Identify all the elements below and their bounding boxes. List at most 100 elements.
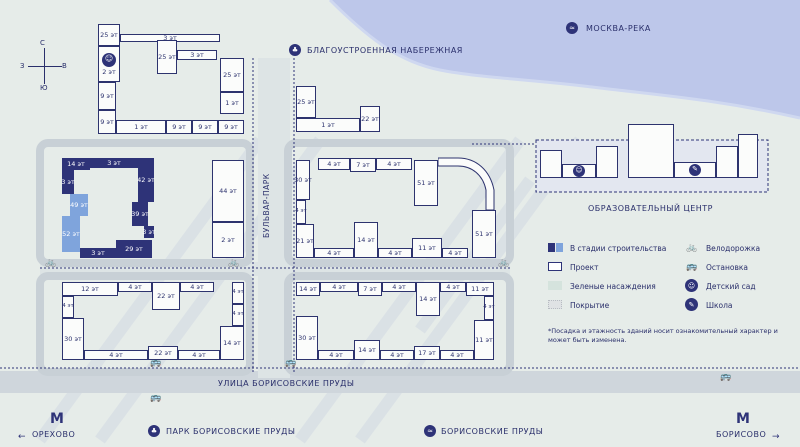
building: 4 эт bbox=[376, 158, 412, 170]
legend-kindergarten: Детский сад bbox=[706, 282, 756, 291]
building-construction: 52 эт bbox=[62, 216, 80, 252]
building: 17 эт bbox=[414, 346, 440, 360]
building bbox=[596, 146, 618, 178]
legend-bike: Велодорожка bbox=[706, 244, 761, 253]
building: 30 эт bbox=[296, 316, 318, 360]
building: 44 эт bbox=[212, 160, 244, 222]
building-construction: 3 эт bbox=[90, 158, 138, 168]
bus-stop-icon: 🚌 bbox=[150, 358, 162, 368]
building: 9 эт bbox=[192, 120, 218, 134]
metro-orekhovo-label: ОРЕХОВО bbox=[32, 430, 76, 439]
building bbox=[738, 134, 758, 178]
building: 3 эт bbox=[177, 50, 217, 60]
building-construction: 14 эт bbox=[62, 158, 90, 170]
street-label: УЛИЦА БОРИСОВСКИЕ ПРУДЫ bbox=[218, 379, 355, 388]
building: 9 эт bbox=[98, 82, 116, 110]
compass-e: В bbox=[62, 62, 68, 70]
building-construction: 29 эт bbox=[116, 240, 152, 258]
building: 1 эт bbox=[296, 118, 360, 132]
legend-project: Проект bbox=[570, 263, 599, 272]
legend-swatch-green bbox=[548, 281, 562, 290]
building: 7 эт bbox=[358, 282, 382, 296]
building: 25 эт bbox=[98, 24, 120, 46]
block-frame-left bbox=[36, 139, 254, 267]
arrow-left-icon: ← bbox=[18, 432, 26, 442]
building: 4 эт bbox=[232, 304, 244, 326]
building: 4 эт bbox=[232, 282, 244, 304]
bicycle-icon: 🚲 bbox=[498, 258, 510, 268]
building-construction: 49 эт bbox=[70, 194, 88, 216]
ponds-label: БОРИСОВСКИЕ ПРУДЫ bbox=[441, 427, 544, 436]
building: 4 эт bbox=[378, 248, 412, 258]
park-label: ПАРК БОРИСОВСКИЕ ПРУДЫ bbox=[166, 427, 296, 436]
metro-icon: М bbox=[50, 411, 64, 427]
legend-cover: Покрытие bbox=[570, 301, 610, 310]
building: 9 эт bbox=[98, 110, 116, 134]
park-icon: ♣ bbox=[148, 425, 160, 437]
building: 9 эт bbox=[166, 120, 192, 134]
block-frame-right-bottom bbox=[284, 272, 514, 376]
building: 4 эт bbox=[320, 282, 358, 292]
floor-label: 2 эт bbox=[102, 67, 116, 76]
building: 14 эт bbox=[296, 282, 320, 296]
building: 11 эт bbox=[412, 238, 442, 258]
building: ☺ 2 эт bbox=[98, 46, 120, 82]
building: 30 эт bbox=[294, 160, 312, 200]
building: 4 эт bbox=[440, 282, 466, 292]
legend-school: Школа bbox=[706, 301, 733, 310]
water-icon: ≈ bbox=[566, 22, 578, 34]
building-construction: 3 эт bbox=[142, 226, 156, 238]
building: 1 эт bbox=[116, 120, 166, 134]
river bbox=[330, 0, 800, 118]
building: 4 эт bbox=[318, 350, 354, 360]
compass-s: Ю bbox=[40, 84, 49, 92]
bus-stop-icon: 🚌 bbox=[285, 358, 297, 368]
building: 4 эт bbox=[178, 350, 220, 360]
building: 14 эт bbox=[354, 340, 380, 360]
compass-w: З bbox=[20, 62, 25, 70]
building: 4 эт bbox=[295, 200, 307, 224]
embankment-label: БЛАГОУСТРОЕННАЯ НАБЕРЕЖНАЯ bbox=[307, 46, 463, 55]
building: 4 эт bbox=[382, 282, 416, 292]
building bbox=[716, 146, 738, 178]
metro-borisovo-label: БОРИСОВО bbox=[716, 430, 767, 439]
legend-swatch-construction-alt bbox=[556, 243, 563, 252]
bus-stop-icon: 🚌 bbox=[720, 372, 732, 382]
bus-stop-icon: 🚌 bbox=[686, 262, 698, 272]
building: 25 эт bbox=[296, 86, 316, 118]
building: 30 эт bbox=[62, 318, 84, 360]
compass-we-line bbox=[28, 66, 62, 67]
building: 51 эт bbox=[414, 160, 438, 206]
building: 1 эт bbox=[220, 92, 244, 114]
water-icon: ≈ bbox=[424, 425, 436, 437]
building: 4 эт bbox=[180, 282, 214, 292]
block-frame-left-bottom bbox=[36, 272, 254, 376]
park-icon: ♣ bbox=[289, 44, 301, 56]
legend-swatch-construction bbox=[548, 243, 555, 252]
building bbox=[540, 150, 562, 178]
building: 2 эт bbox=[212, 222, 244, 258]
legend-green: Зеленые насаждения bbox=[570, 282, 656, 291]
building: 7 эт bbox=[350, 158, 376, 172]
main-street bbox=[0, 371, 800, 393]
boulevard-label: БУЛЬВАР-ПАРК bbox=[262, 173, 271, 238]
metro-icon: М bbox=[736, 411, 750, 427]
riverbank bbox=[328, 0, 800, 120]
compass-n: С bbox=[40, 39, 46, 47]
building: ☺ bbox=[562, 164, 596, 178]
block-frame-right bbox=[284, 139, 514, 267]
building: 22 эт bbox=[360, 106, 380, 132]
building: 22 эт bbox=[152, 282, 180, 310]
building: 22 эт bbox=[148, 346, 178, 360]
building-construction: 42 эт bbox=[137, 158, 155, 202]
kindergarten-icon: ☺ bbox=[102, 52, 116, 67]
building: 14 эт bbox=[416, 282, 440, 316]
building: 25 эт bbox=[220, 58, 244, 92]
building: 51 эт bbox=[472, 210, 496, 258]
building: 4 эт bbox=[442, 248, 468, 258]
bus-stop-icon: 🚌 bbox=[150, 393, 162, 403]
bicycle-icon: 🚲 bbox=[228, 258, 240, 268]
legend-swatch-cover bbox=[548, 300, 562, 309]
building: 21 эт bbox=[296, 224, 314, 258]
